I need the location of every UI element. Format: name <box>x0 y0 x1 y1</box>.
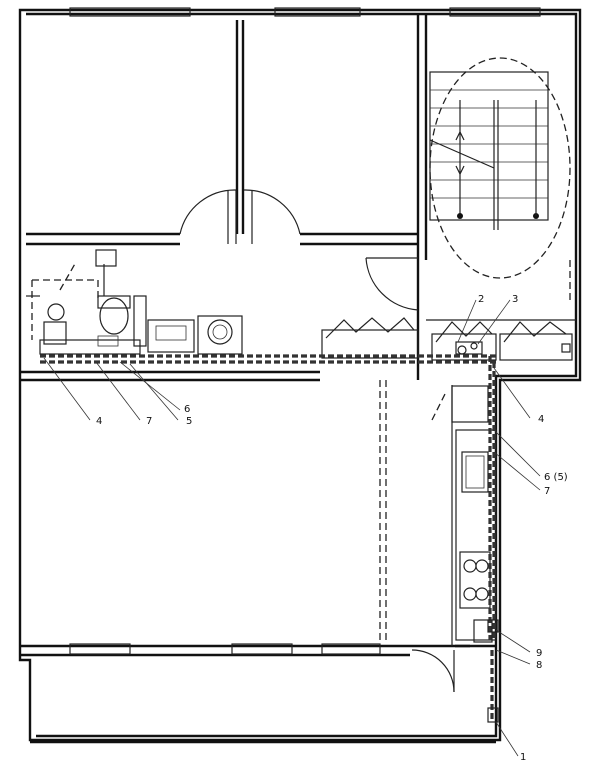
callout-labels: 1 2 3 4 4 5 6 6 (5) 7 7 8 9 <box>96 294 568 763</box>
stair-hall <box>426 57 576 321</box>
callout-5: 5 <box>186 416 192 427</box>
callout-4-right: 4 <box>538 414 544 425</box>
leader-lines <box>43 299 541 757</box>
corridor-closets <box>321 317 573 361</box>
callout-6-left: 6 <box>184 404 190 415</box>
callout-8: 8 <box>536 660 542 671</box>
kitchen-fixtures <box>431 385 497 643</box>
callout-6-right: 6 (5) <box>544 472 568 483</box>
outer-walls <box>18 7 582 742</box>
callout-7-right: 7 <box>544 486 550 497</box>
callout-3: 3 <box>512 294 518 305</box>
callout-4-left: 4 <box>96 416 102 427</box>
interior-walls <box>20 14 496 657</box>
callout-9: 9 <box>536 648 542 659</box>
doors <box>179 189 455 693</box>
callout-2: 2 <box>478 294 484 305</box>
callout-1: 1 <box>520 752 526 763</box>
bathroom-fixtures <box>31 249 243 355</box>
piping <box>40 354 499 723</box>
callout-7-left: 7 <box>146 416 152 427</box>
windows-bottom <box>30 643 496 744</box>
